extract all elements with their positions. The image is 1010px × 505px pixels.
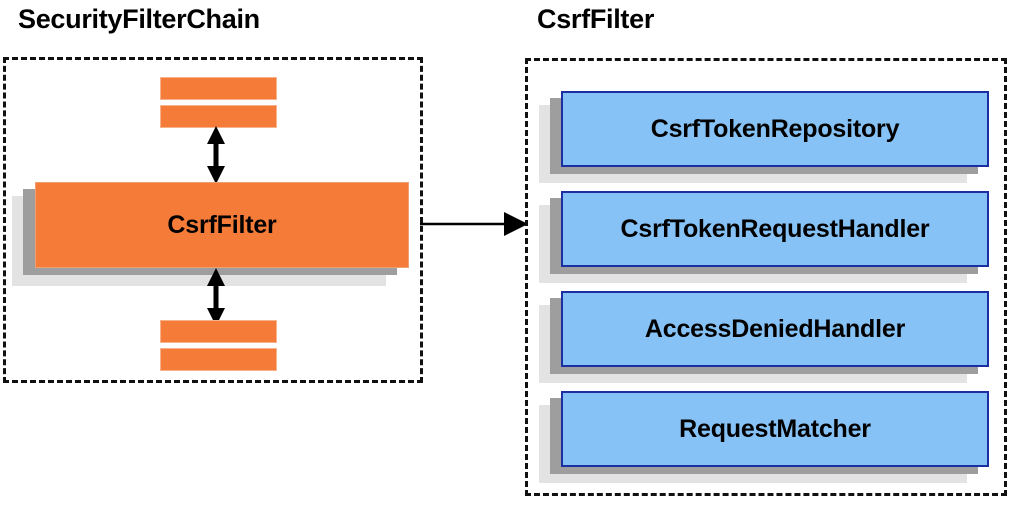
chain-link-below-arrow xyxy=(207,268,225,326)
csrf-filter-box[interactable]: CsrfFilter xyxy=(35,182,409,268)
panel-title-security-filter-chain: SecurityFilterChain xyxy=(18,4,260,34)
chain-link-above-arrow xyxy=(207,126,225,184)
csrf-token-repository-label: CsrfTokenRepository xyxy=(650,114,900,143)
filter-stub-bottom-2[interactable] xyxy=(160,348,277,371)
panel-title-csrf-filter: CsrfFilter xyxy=(537,4,655,34)
csrf-filter-label: CsrfFilter xyxy=(167,210,277,239)
filter-stub-top-1[interactable] xyxy=(160,77,277,100)
filter-stub-bottom-1[interactable] xyxy=(160,320,277,343)
access-denied-handler-box[interactable]: AccessDeniedHandler xyxy=(561,291,989,367)
csrf-token-request-handler-label: CsrfTokenRequestHandler xyxy=(620,214,930,243)
csrf-token-request-handler-box[interactable]: CsrfTokenRequestHandler xyxy=(561,191,989,267)
request-matcher-box[interactable]: RequestMatcher xyxy=(561,391,989,467)
expand-arrow xyxy=(420,212,528,236)
filter-stub-top-2[interactable] xyxy=(160,105,277,128)
request-matcher-label: RequestMatcher xyxy=(679,414,871,443)
access-denied-handler-label: AccessDeniedHandler xyxy=(644,314,906,343)
panel-csrf-filter-detail xyxy=(525,58,1007,496)
csrf-token-repository-box[interactable]: CsrfTokenRepository xyxy=(561,91,989,167)
panel-security-filter-chain xyxy=(3,57,423,383)
